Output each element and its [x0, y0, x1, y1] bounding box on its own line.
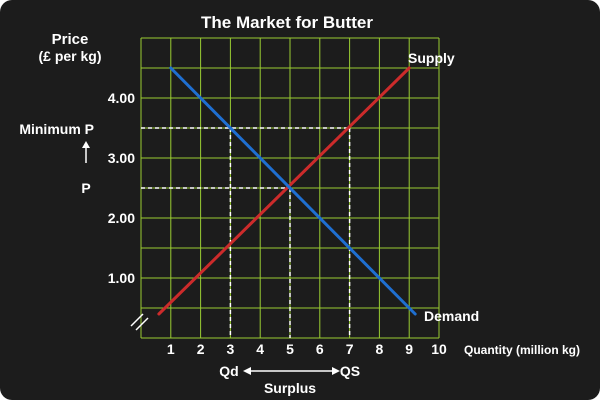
chart-title: The Market for Butter [201, 13, 373, 32]
guide-lines [141, 127, 351, 338]
x-tick-label: 1 [167, 341, 175, 357]
x-tick-label: 6 [316, 341, 324, 357]
x-tick-label: 5 [286, 341, 294, 357]
supply-curve-label: Supply [408, 50, 455, 66]
x-tick-label: 9 [405, 341, 413, 357]
y-axis-label-line-1: Price [52, 31, 89, 48]
x-tick-label: 2 [197, 341, 205, 357]
y-tick-label: 3.00 [108, 150, 135, 166]
x-tick-label: 4 [256, 341, 264, 357]
x-tick-label: 8 [376, 341, 384, 357]
surplus-label: Surplus [264, 380, 316, 396]
x-tick-label: 10 [431, 341, 447, 357]
quantity-supplied-label: QS [340, 363, 360, 379]
series-lines [157, 66, 417, 316]
arrow-up-icon [82, 141, 90, 163]
quantity-demanded-label: Qd [219, 363, 238, 379]
x-tick-label: 3 [227, 341, 235, 357]
surplus-double-arrow-icon [243, 367, 340, 375]
x-axis-label: Quantity (million kg) [464, 343, 580, 357]
tick-labels: 1 2 3 4 5 6 7 8 9 10 1.00 2.00 3.00 4.00 [108, 90, 447, 357]
x-tick-label: 7 [346, 341, 354, 357]
y-tick-label: 2.00 [108, 210, 135, 226]
y-tick-label: 4.00 [108, 90, 135, 106]
axis-break-icon [130, 313, 149, 331]
demand-curve-label: Demand [424, 308, 479, 324]
y-tick-label: 1.00 [108, 270, 135, 286]
minimum-price-label: Minimum P [19, 121, 94, 137]
supply-curve [157, 66, 411, 316]
y-axis-label-line-2: (£ per kg) [38, 48, 101, 64]
demand-curve [169, 66, 417, 316]
price-label: P [81, 180, 90, 196]
